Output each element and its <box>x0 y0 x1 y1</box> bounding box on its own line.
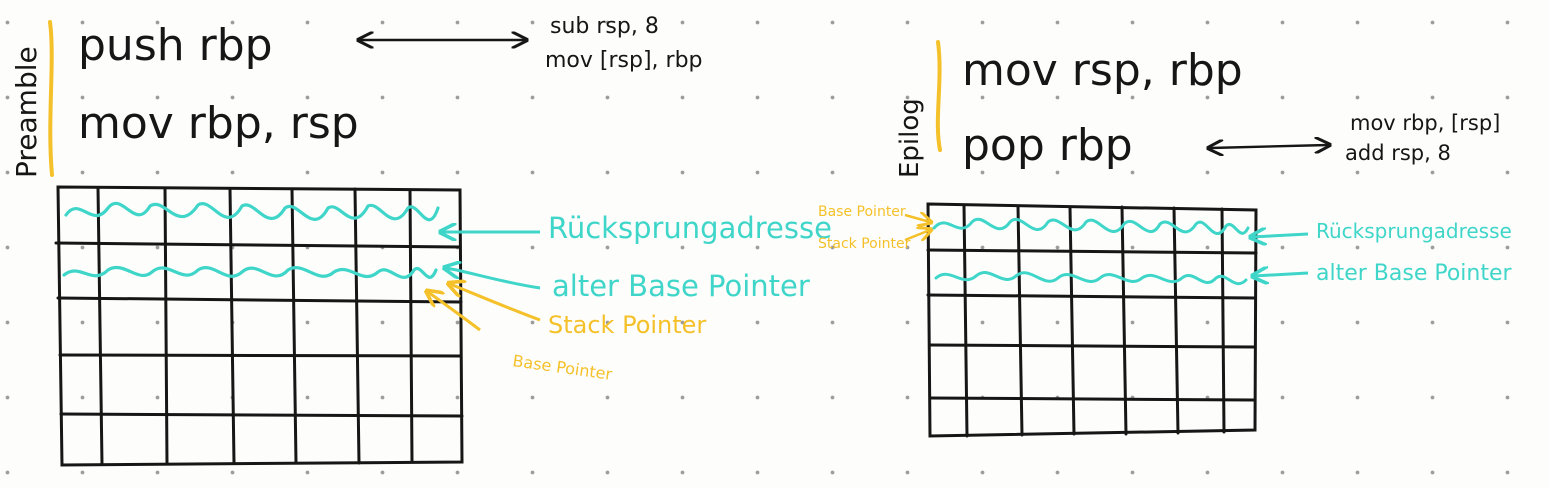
preamble-return-address-fill <box>64 201 440 222</box>
epilog-old-bp-arrow <box>1254 273 1309 276</box>
epilog-bracket <box>935 40 942 152</box>
epilog-return-address-fill <box>932 217 1250 235</box>
epilog-code-line-1: mov rsp, rbp <box>962 45 1243 96</box>
preamble-bracket <box>48 20 54 177</box>
preamble-label: Preamble <box>10 46 43 178</box>
preamble-base-pointer-label: Base Pointer <box>511 351 613 384</box>
preamble-stack-pointer-label: Stack Pointer <box>548 311 706 339</box>
epilog-return-address-arrow <box>1252 234 1309 237</box>
epilog-equivalent-line-1: mov rbp, [rsp] <box>1350 111 1500 135</box>
preamble-equivalent-line-2: mov [rsp], rbp <box>545 48 703 73</box>
preamble-old-base-pointer-fill <box>62 266 438 279</box>
epilog-old-base-pointer-fill <box>934 271 1248 286</box>
preamble-code-line-2: mov rbp, rsp <box>78 98 359 149</box>
preamble-base-pointer-arrow <box>428 292 481 332</box>
preamble-stack-grid <box>54 185 464 467</box>
epilog-base-pointer-arrow <box>904 215 930 222</box>
epilog-code-line-2: pop rbp <box>962 120 1133 171</box>
preamble-old-bp-arrow <box>446 268 541 290</box>
preamble-stack-pointer-arrow <box>450 284 541 322</box>
epilog-section: Epilog mov rsp, rbp pop rbp mov rbp, [rs… <box>818 40 1513 438</box>
epilog-stack-pointer-label: Stack Pointer <box>818 236 911 252</box>
preamble-return-address-label: Rücksprungadresse <box>548 211 832 245</box>
epilog-equivalent-line-2: add rsp, 8 <box>1345 141 1451 165</box>
preamble-section: Preamble push rbp mov rbp, rsp sub rsp, … <box>10 14 832 467</box>
preamble-old-base-pointer-label: alter Base Pointer <box>552 269 810 303</box>
preamble-equivalent-line-1: sub rsp, 8 <box>550 14 659 39</box>
epilog-return-address-label: Rücksprungadresse <box>1316 219 1512 243</box>
preamble-code-line-1: push rbp <box>78 20 273 71</box>
epilog-equivalence-arrow <box>1210 145 1328 148</box>
epilog-stack-grid <box>926 202 1258 438</box>
epilog-label: Epilog <box>895 98 925 178</box>
epilog-stack-pointer-arrow <box>904 230 930 240</box>
epilog-old-base-pointer-label: alter Base Pointer <box>1316 261 1513 286</box>
epilog-base-pointer-label: Base Pointer <box>818 204 906 220</box>
